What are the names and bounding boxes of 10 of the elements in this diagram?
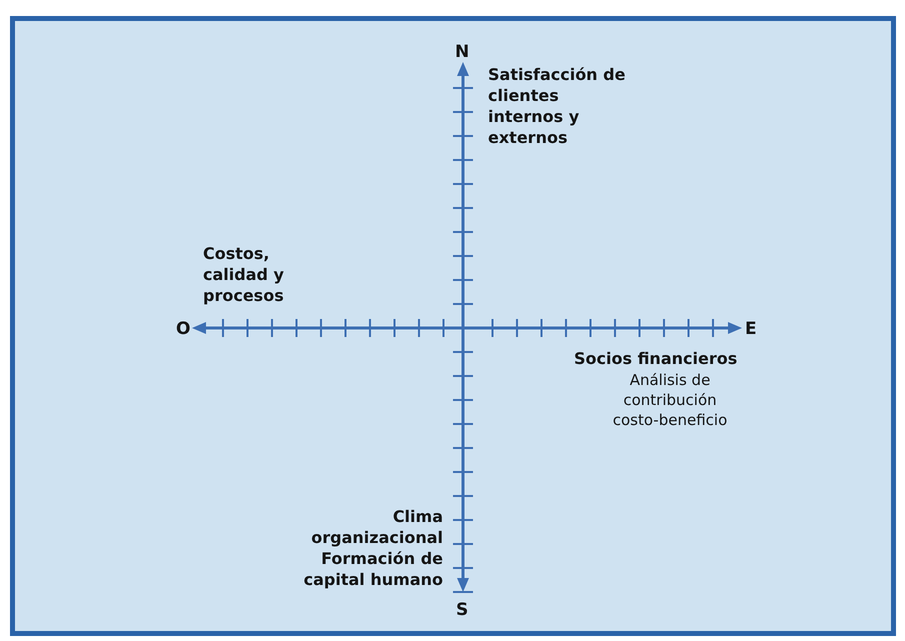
axis-label: Clima organizacional — [310, 506, 443, 548]
axis-label: Satisfacción de clientes internos y externos — [488, 64, 626, 148]
direction-letter: N — [455, 41, 470, 64]
direction-letter: O — [176, 318, 190, 341]
direction-letter: S — [456, 599, 468, 622]
direction-letter: E — [745, 318, 757, 341]
axis-label: Costos, calidad y procesos — [203, 243, 285, 306]
axis-label: Formación de capital humano — [302, 548, 443, 590]
axis-label: Socios financieros — [574, 348, 738, 370]
axis-note: Análisis de contribución costo-beneficio — [612, 370, 728, 430]
